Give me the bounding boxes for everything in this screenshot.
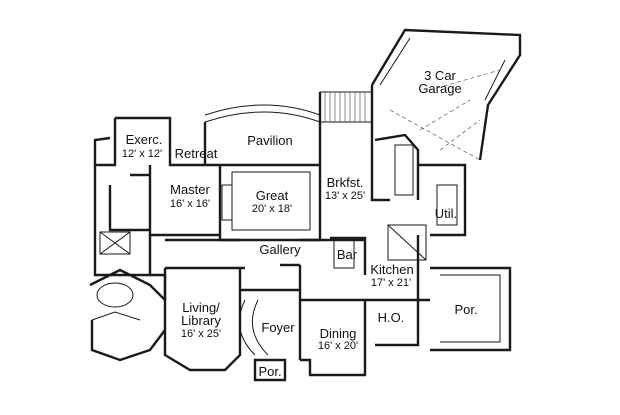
right-porch-walls — [430, 266, 512, 352]
dining-name: Dining — [320, 326, 357, 341]
room-great: Great 20' x 18' — [252, 188, 292, 215]
dining-dims: 16' x 20' — [318, 340, 358, 352]
gallery-name: Gallery — [259, 242, 301, 257]
living-name: Living/ — [182, 300, 220, 315]
room-master: Master 16' x 16' — [170, 182, 211, 210]
pavilion-name: Pavilion — [247, 133, 293, 148]
exercise-dims: 12' x 12' — [122, 148, 162, 160]
room-dining: Dining 16' x 20' — [318, 326, 358, 352]
master-dims: 16' x 16' — [170, 198, 210, 210]
utility-name: Util. — [435, 206, 457, 221]
bar-name: Bar — [337, 247, 358, 262]
garage-name-2: Garage — [418, 81, 461, 96]
retreat-name: Retreat — [175, 146, 218, 161]
exercise-name: Exerc. — [126, 132, 163, 147]
room-exercise: Exerc. 12' x 12' — [122, 132, 163, 160]
great-dims: 20' x 18' — [252, 203, 292, 215]
great-name: Great — [256, 188, 289, 203]
room-kitchen: Kitchen 17' x 21' — [370, 262, 413, 289]
pavilion-walls — [203, 91, 373, 165]
kitchen-dims: 17' x 21' — [371, 277, 411, 289]
lower-walls — [163, 238, 420, 382]
breakfast-name: Brkfst. — [327, 175, 364, 190]
kitchen-name: Kitchen — [370, 262, 413, 277]
porch-right-name: Por. — [454, 302, 477, 317]
foyer-name: Foyer — [261, 320, 295, 335]
ho-name: H.O. — [378, 310, 405, 325]
room-breakfast: Brkfst. 13' x 25' — [325, 175, 365, 202]
garage-name: 3 Car — [424, 68, 456, 83]
living-name-2: Library — [181, 313, 221, 328]
kitchen-walls — [330, 133, 467, 302]
room-living: Living/ Library 16' x 25' — [181, 300, 222, 340]
room-garage: 3 Car Garage — [418, 68, 461, 96]
porch-front-name: Por. — [258, 364, 281, 379]
breakfast-dims: 13' x 25' — [325, 190, 365, 202]
master-name: Master — [170, 182, 210, 197]
living-dims: 16' x 25' — [181, 328, 221, 340]
